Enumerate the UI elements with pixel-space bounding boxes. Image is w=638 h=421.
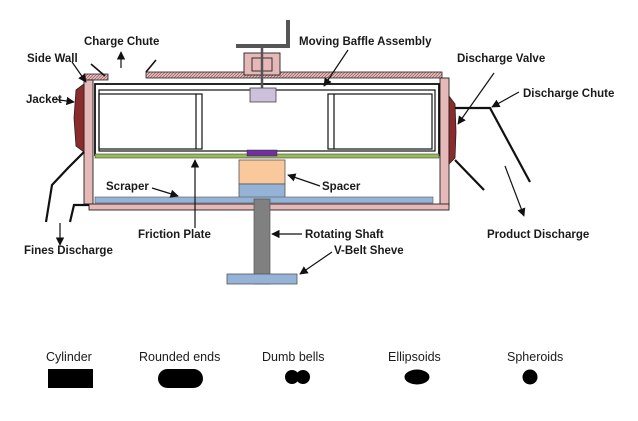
right-baffle-box xyxy=(327,93,433,150)
baffle-handle xyxy=(236,20,290,48)
shape-dumb-bells xyxy=(285,370,310,384)
label-friction-plate: Friction Plate xyxy=(138,229,211,241)
fines-discharge-chute-outer xyxy=(44,151,85,223)
arrow-v-belt-sheve xyxy=(299,251,333,275)
label-v-belt-sheve: V-Belt Sheve xyxy=(334,245,404,257)
shape-label-rounded-ends: Rounded ends xyxy=(139,350,220,364)
label-scraper: Scraper xyxy=(106,181,149,193)
arrow-product-discharge xyxy=(504,165,526,217)
charge-chute-right-line xyxy=(145,59,157,73)
label-side-wall: Side Wall xyxy=(27,53,78,65)
spacer xyxy=(238,159,286,185)
fines-discharge-chute-inner xyxy=(68,203,89,223)
label-charge-chute: Charge Chute xyxy=(84,36,159,48)
spacer-top xyxy=(246,149,278,157)
right-side-wall xyxy=(439,77,450,207)
label-moving-baffle: Moving Baffle Assembly xyxy=(299,36,432,48)
arrow-discharge-valve xyxy=(457,72,495,125)
label-jacket: Jacket xyxy=(26,94,62,106)
shape-cylinder xyxy=(48,369,93,388)
arrow-spacer xyxy=(287,173,321,187)
label-discharge-chute: Discharge Chute xyxy=(523,88,614,100)
left-side-wall xyxy=(83,79,94,205)
shape-label-spheroids: Spheroids xyxy=(507,350,563,364)
label-spacer: Spacer xyxy=(322,181,361,193)
v-belt-sheave xyxy=(226,273,298,285)
baffle-block xyxy=(249,87,277,103)
shape-rounded-ends xyxy=(158,369,203,388)
arrow-discharge-chute xyxy=(491,91,520,108)
discharge-chute-upper xyxy=(455,106,531,183)
discharge-chute-lower xyxy=(454,159,485,191)
label-fines-discharge: Fines Discharge xyxy=(24,245,113,257)
arrow-scraper xyxy=(151,187,179,198)
label-product-discharge: Product Discharge xyxy=(487,229,589,241)
jacket xyxy=(73,83,85,153)
top-lid-right xyxy=(145,71,443,79)
charge-chute-left-line xyxy=(90,63,106,77)
arrow-jacket xyxy=(51,96,75,106)
arrow-side-wall xyxy=(71,61,87,83)
label-rotating-shaft: Rotating Shaft xyxy=(305,229,384,241)
left-baffle-box xyxy=(98,93,203,150)
shape-ellipsoids xyxy=(404,369,430,385)
discharge-valve xyxy=(448,94,457,165)
arrow-moving-baffle xyxy=(323,49,349,87)
shape-spheroids xyxy=(522,369,538,385)
rotating-shaft xyxy=(253,198,271,285)
shape-label-dumb-bells: Dumb bells xyxy=(262,350,325,364)
shape-label-cylinder: Cylinder xyxy=(46,350,92,364)
label-discharge-valve: Discharge Valve xyxy=(457,53,545,65)
shape-label-ellipsoids: Ellipsoids xyxy=(388,350,441,364)
